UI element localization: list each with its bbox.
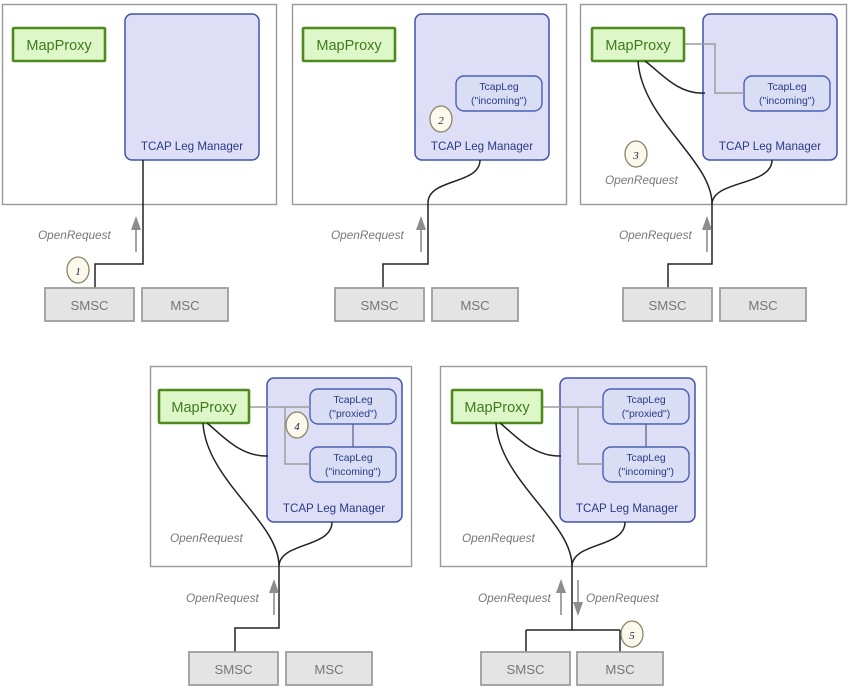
panel-2-leg-incoming-line1: TcapLeg <box>479 82 519 93</box>
panel-4-assoc-mapproxy-to-incoming <box>284 407 310 465</box>
panel-5-flow-mapproxy-down <box>495 422 573 567</box>
panel-5-leg-incoming-line1: TcapLeg <box>626 453 666 464</box>
panel-5-smsc-label: SMSC <box>506 662 545 677</box>
panel-3-flow-mapproxy-down <box>637 60 713 205</box>
panel-5-leg-proxied-line2: ("proxied") <box>622 409 670 420</box>
panel-3-openrequest-arrow <box>702 216 712 252</box>
panel-5-msc-label: MSC <box>605 662 635 677</box>
panel-4-flow-trunk-to-smsc <box>234 566 280 652</box>
panel-2: TCAP Leg Manager TcapLeg ("incoming") Ma… <box>291 3 568 322</box>
panel-4-leg-incoming-line1: TcapLeg <box>333 453 373 464</box>
panel-1-openrequest-label: OpenRequest <box>38 228 112 242</box>
panel-3-leg-incoming-line2: ("incoming") <box>759 96 815 107</box>
panel-5-msc-box <box>576 651 664 686</box>
panel-5-flow-leg-to-mapproxy <box>499 422 562 457</box>
panel-4-flow-mapproxy-down <box>202 422 280 567</box>
panel-1-msc-label: MSC <box>170 298 200 313</box>
panel-4-smsc-box <box>188 651 279 686</box>
panel-1-mapproxy-box <box>11 26 107 63</box>
panel-5-openrequest-arrow-up <box>556 579 566 615</box>
panel-2-msc-label: MSC <box>460 298 490 313</box>
panel-2-msc-box <box>431 287 519 322</box>
panel-5-flow-manager-to-trunk <box>571 521 626 567</box>
panel-5-smsc-box <box>480 651 571 686</box>
panel-5-openrequest-label-inner: OpenRequest <box>462 531 536 545</box>
panel-4-msc-label: MSC <box>314 662 344 677</box>
panel-1-flow-manager-to-smsc <box>94 160 144 288</box>
panel-3-smsc-label: SMSC <box>648 298 687 313</box>
panel-5-step-number: 5 <box>629 630 635 642</box>
panel-2-mapproxy-label: MapProxy <box>316 38 382 54</box>
panel-4-manager-label: TCAP Leg Manager <box>283 502 385 515</box>
panel-4-openrequest-arrow <box>269 579 279 615</box>
panel-1-step-badge <box>66 256 90 284</box>
panel-4-smsc-label: SMSC <box>214 662 253 677</box>
panel-5-openrequest-label-right: OpenRequest <box>586 591 660 605</box>
panel-4-mapproxy-box <box>157 388 251 425</box>
panel-2-openrequest-label: OpenRequest <box>331 228 405 242</box>
panel-4-step-number: 4 <box>294 421 300 433</box>
panel-2-leg-incoming-line2: ("incoming") <box>471 96 527 107</box>
panel-3-flow-leg-to-mapproxy <box>644 60 706 94</box>
panel-3: TCAP Leg Manager TcapLeg ("incoming") Ma… <box>579 3 848 322</box>
panel-3-flow-trunk-to-smsc <box>667 204 713 288</box>
panel-1: TCAP Leg Manager MapProxy OpenRequest 1 … <box>1 3 278 322</box>
panel-3-step-number: 3 <box>632 150 639 162</box>
panel-1-manager-label: TCAP Leg Manager <box>141 140 243 153</box>
panel-1-smsc-label: SMSC <box>70 298 109 313</box>
panel-4-msc-box <box>285 651 373 686</box>
panel-5-leg-incoming-line2: ("incoming") <box>618 467 674 478</box>
panel-3-leg-incoming-line1: TcapLeg <box>767 82 807 93</box>
panel-5-manager-label: TCAP Leg Manager <box>576 502 678 515</box>
panel-3-mapproxy-label: MapProxy <box>605 38 671 54</box>
panel-5-mapproxy-box <box>450 388 544 425</box>
panel-5-leg-proxied-line1: TcapLeg <box>626 395 666 406</box>
panel-2-openrequest-arrow <box>416 216 426 252</box>
panel-4-mapproxy-label: MapProxy <box>171 400 237 416</box>
panel-5-assoc-mapproxy-to-incoming <box>577 407 603 465</box>
panel-3-assoc-mapproxy-to-leg <box>681 43 744 94</box>
panel-3-flow-manager-to-trunk <box>711 159 773 205</box>
panel-4-openrequest-label-outer: OpenRequest <box>186 591 260 605</box>
panel-2-smsc-label: SMSC <box>360 298 399 313</box>
panel-1-tcap-leg-manager <box>124 13 260 161</box>
panel-2-leg-incoming <box>455 75 543 112</box>
panel-4-leg-incoming-line2: ("incoming") <box>325 467 381 478</box>
panel-4-flow-manager-to-trunk <box>278 521 333 567</box>
panel-3-msc-box <box>719 287 807 322</box>
panel-4-openrequest-label-inner: OpenRequest <box>170 531 244 545</box>
panel-5-openrequest-arrow-down <box>573 580 583 616</box>
panel-5-mapproxy-label: MapProxy <box>464 400 530 416</box>
panel-2-manager-label: TCAP Leg Manager <box>431 140 533 153</box>
panel-3-openrequest-label-outer: OpenRequest <box>619 228 693 242</box>
panel-2-step-badge <box>429 105 453 133</box>
panel-5-step-badge <box>620 620 644 648</box>
panel-3-openrequest-label-inner: OpenRequest <box>605 173 679 187</box>
panel-1-openrequest-arrow <box>131 216 141 252</box>
panel-4-flow-leg-to-mapproxy <box>206 422 269 457</box>
panel-2-mapproxy-box <box>301 26 397 63</box>
panel-5-openrequest-label-left: OpenRequest <box>478 591 552 605</box>
panel-3-smsc-box <box>622 287 713 322</box>
panel-3-manager-label: TCAP Leg Manager <box>719 140 821 153</box>
panel-2-step-number: 2 <box>438 115 444 127</box>
panel-1-msc-box <box>141 287 229 322</box>
panel-1-smsc-box <box>44 287 135 322</box>
panel-3-step-badge <box>624 140 648 168</box>
panel-5: TCAP Leg Manager TcapLeg ("proxied") Tca… <box>439 365 708 686</box>
panel-3-msc-label: MSC <box>748 298 778 313</box>
panel-1-mapproxy-label: MapProxy <box>26 38 92 54</box>
panel-1-step-number: 1 <box>75 266 81 278</box>
panel-4-leg-proxied-line2: ("proxied") <box>329 409 377 420</box>
panel-4-step-badge <box>285 411 309 439</box>
panel-2-flow-manager-to-smsc <box>382 159 481 288</box>
panel-4-leg-proxied-line1: TcapLeg <box>333 395 373 406</box>
panel-4: TCAP Leg Manager TcapLeg ("proxied") Tca… <box>149 365 413 686</box>
panel-2-smsc-box <box>334 287 425 322</box>
